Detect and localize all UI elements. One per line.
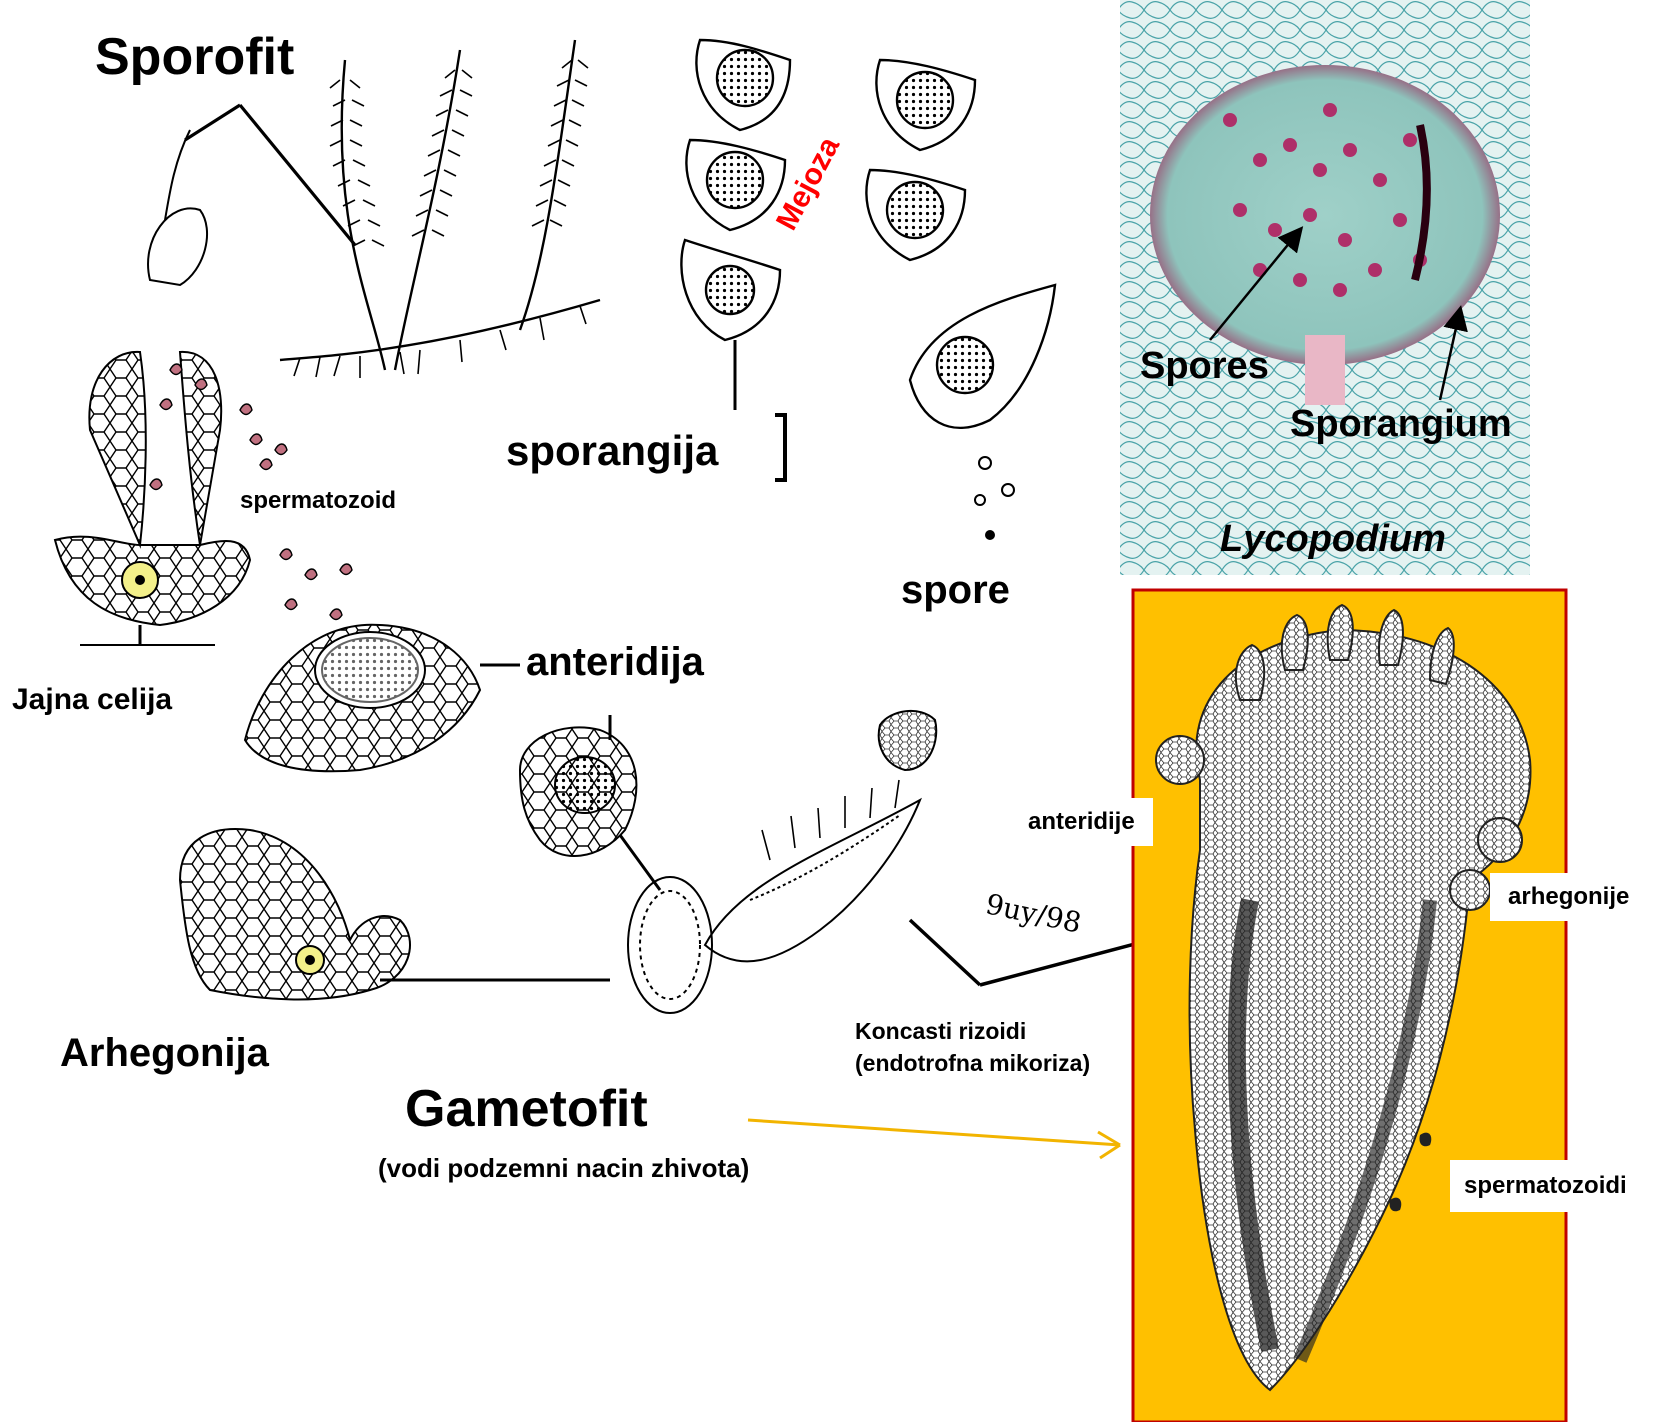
sporangia-drawing bbox=[681, 40, 1055, 480]
label-spore: spore bbox=[895, 565, 1016, 615]
sporophyte-spore-sprout bbox=[148, 208, 207, 285]
sporofit-pointer-lines bbox=[185, 105, 355, 245]
label-sporofit: Sporofit bbox=[95, 28, 294, 88]
label-arhegonija: Arhegonija bbox=[60, 1030, 269, 1076]
label-gametofit: Gametofit bbox=[405, 1080, 648, 1140]
label-endotrofna-mikoriza: (endotrofna mikoriza) bbox=[855, 1050, 1090, 1076]
label-spermatozoid: spermatozoid bbox=[240, 487, 396, 515]
micrograph-label-spores: Spores bbox=[1140, 345, 1269, 389]
gametophyte-sketch bbox=[628, 711, 1150, 1013]
spores-drawing bbox=[975, 457, 1014, 539]
gametofit-arrow bbox=[748, 1120, 1120, 1145]
label-koncasti-rizoidi: Koncasti rizoidi bbox=[855, 1018, 1026, 1044]
label-gametofit-note: (vodi podzemni nacin zhivota) bbox=[378, 1154, 749, 1184]
archegonium-lower-drawing bbox=[180, 829, 610, 999]
micrograph-label-lycopodium: Lycopodium bbox=[1220, 518, 1446, 562]
micrograph-label-sporangium: Sporangium bbox=[1290, 403, 1512, 447]
sporophyte-creeping-stem bbox=[280, 300, 600, 360]
gametophyte-panel bbox=[1133, 590, 1566, 1422]
panel-label-anteridije: anteridije bbox=[1010, 798, 1153, 846]
sporophyte-drawing bbox=[148, 40, 600, 378]
panel-label-spermatozoidi: spermatozoidi bbox=[1450, 1160, 1641, 1212]
label-anteridija: anteridija bbox=[520, 637, 710, 687]
panel-label-arhegonije: arhegonije bbox=[1490, 873, 1647, 921]
antheridium-drawing bbox=[245, 625, 520, 772]
label-jajna-celija: Jajna celija bbox=[12, 683, 172, 718]
antheridium-detail-drawing bbox=[520, 715, 660, 890]
lycopodium-micrograph bbox=[1120, 0, 1530, 575]
archegonium-upper-drawing bbox=[55, 352, 250, 645]
label-sporangija: sporangija bbox=[500, 425, 724, 477]
